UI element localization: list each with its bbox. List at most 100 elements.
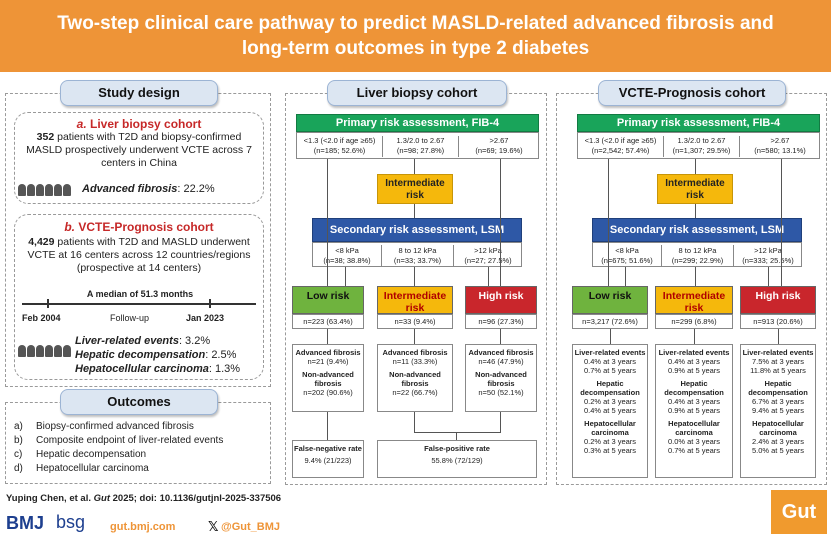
vc-connector [695, 159, 696, 174]
lb-connector [327, 412, 328, 440]
lb-connector [500, 159, 501, 286]
vc-connector [695, 204, 696, 218]
lb-connector [327, 329, 328, 344]
vc-connector [778, 329, 779, 344]
timeline-axis [22, 303, 256, 305]
lb-connector [414, 267, 415, 286]
vc-intermediate-box: Intermediate risk [657, 174, 733, 204]
citation: Yuping Chen, et al. Gut 2025; doi: 10.11… [6, 493, 282, 504]
lb-high-risk: High risk [465, 286, 537, 314]
vcte-name: VCTE-Prognosis cohort [78, 220, 214, 234]
vc-lsm-cell: <8 kPa(n=675; 51.6%) [601, 246, 653, 265]
lb-connector [414, 159, 415, 174]
lb-intermediate-box: Intermediate risk [377, 174, 453, 204]
vc-low-n: n=3,217 (72.6%) [572, 314, 648, 329]
vc-low-risk: Low risk [572, 286, 648, 314]
event-hd: Hepatic decompensation: 2.5% [75, 349, 237, 361]
vc-connector [610, 329, 611, 344]
vc-lsm-cell: >12 kPa(n=333; 25.5%) [733, 245, 802, 266]
lb-connector [456, 432, 457, 440]
vc-lsm-cell: 8 to 12 kPa(n=299; 22.9%) [661, 245, 733, 266]
lb-connector [414, 329, 415, 344]
lb-primary-bar: Primary risk assessment, FIB-4 [296, 114, 539, 132]
vcte-cohort-box [14, 214, 264, 380]
timeline-followup: Follow-up [110, 313, 150, 323]
timeline-tick-start [47, 299, 49, 308]
biopsy-description: 352 patients with T2D and biopsy-confirm… [18, 131, 260, 170]
vc-connector [781, 159, 782, 286]
vc-int-n: n=299 (6.8%) [655, 314, 733, 329]
af-value: : 22.2% [177, 183, 215, 195]
lb-intermediate-risk: Intermediate risk [377, 286, 453, 314]
vc-intermediate-risk: Intermediate risk [655, 286, 733, 314]
vc-fib4-cell: 1.3/2.0 to 2.67(n=1,307; 29.5%) [663, 136, 739, 157]
x-logo-icon: 𝕏 [208, 519, 219, 534]
lb-low-n: n=223 (63.4%) [292, 314, 364, 329]
vc-high-risk: High risk [740, 286, 816, 314]
median-followup: A median of 51.3 months [86, 289, 194, 299]
vc-lsm-table: <8 kPa(n=675; 51.6%) 8 to 12 kPa(n=299; … [592, 242, 802, 267]
lb-connector [488, 267, 489, 286]
lb-lsm-cell: 8 to 12 kPa(n=33; 33.7%) [381, 245, 453, 266]
x-handle-link[interactable]: @Gut_BMJ [221, 521, 281, 533]
lb-connector [414, 204, 415, 218]
event-hcc: Hepatocellular carcinoma: 1.3% [75, 363, 241, 375]
outcomes-panel [5, 402, 271, 484]
vcte-cohort-heading: b. VCTE-Prognosis cohort [14, 218, 264, 236]
biopsy-prefix: a. [76, 117, 87, 131]
lb-connector [414, 412, 415, 432]
header-banner: Two-step clinical care pathway to predic… [0, 0, 831, 72]
outcome-item: c)Hepatic decompensation [14, 449, 147, 460]
vc-connector [695, 267, 696, 286]
vc-fib4-cell: <1.3 (<2.0 if age ≥65)(n=2,542; 57.4%) [584, 136, 657, 155]
bsg-logo[interactable]: bsg [56, 512, 86, 532]
lb-int-n: n=33 (9.4%) [377, 314, 453, 329]
vcte-prefix: b. [64, 220, 75, 234]
biopsy-text: patients with T2D and biopsy-confirmed M… [26, 131, 252, 169]
site-link[interactable]: gut.bmj.com [110, 521, 176, 533]
lb-secondary-bar: Secondary risk assessment, LSM [312, 218, 522, 242]
bmj-logo[interactable]: BMJ [6, 513, 45, 533]
biopsy-cohort-box [14, 112, 264, 204]
vc-secondary-bar: Secondary risk assessment, LSM [592, 218, 802, 242]
lb-fib4-table: <1.3 (<2.0 if age ≥65)(n=185; 52.6%) 1.3… [296, 132, 539, 159]
title-line-2: long-term outcomes in type 2 diabetes [241, 38, 590, 59]
biopsy-cohort-heading: a. Liver biopsy cohort [14, 115, 264, 133]
biopsy-af: Advanced fibrosis: 22.2% [82, 183, 215, 195]
biopsy-name: Liver biopsy cohort [90, 117, 202, 131]
people-icon [18, 183, 72, 201]
people-icon [18, 344, 72, 362]
lb-fib4-cell: <1.3 (<2.0 if age ≥65)(n=185; 52.6%) [303, 136, 376, 155]
title-line-1: Two-step clinical care pathway to predic… [57, 13, 774, 34]
lb-lsm-cell: <8 kPa(n=38; 38.8%) [323, 246, 371, 265]
vcte-count: 4,429 [28, 236, 55, 248]
lb-connector [500, 412, 501, 432]
lb-fib4-cell: >2.67(n=69; 19.6%) [458, 136, 539, 157]
vc-high-n: n=913 (20.6%) [740, 314, 816, 329]
event-lre: Liver-related events: 3.2% [75, 335, 211, 347]
outcome-item: d)Hepatocellular carcinoma [14, 463, 149, 474]
lb-low-risk: Low risk [292, 286, 364, 314]
vc-connector [608, 159, 609, 286]
footer: Yuping Chen, et al. Gut 2025; doi: 10.11… [0, 488, 831, 551]
vc-fib4-cell: >2.67(n=580; 13.1%) [739, 136, 820, 157]
outcome-item: b)Composite endpoint of liver-related ev… [14, 435, 224, 446]
gut-logo: Gut [771, 490, 827, 534]
lb-connector [345, 267, 346, 286]
lb-connector [500, 329, 501, 344]
vcte-panel-title: VCTE-Prognosis cohort [598, 80, 786, 106]
timeline-tick-end [209, 299, 211, 308]
lb-connector [327, 159, 328, 286]
vcte-events: Liver-related events: 3.2% Hepatic decom… [75, 334, 240, 376]
vc-connector [625, 267, 626, 286]
outcomes-list: a)Biopsy-confirmed advanced fibrosis b)C… [14, 420, 269, 476]
lb-lsm-cell: >12 kPa(n=27; 27.5%) [453, 245, 522, 266]
vc-connector [694, 329, 695, 344]
af-label: Advanced fibrosis [82, 183, 178, 195]
